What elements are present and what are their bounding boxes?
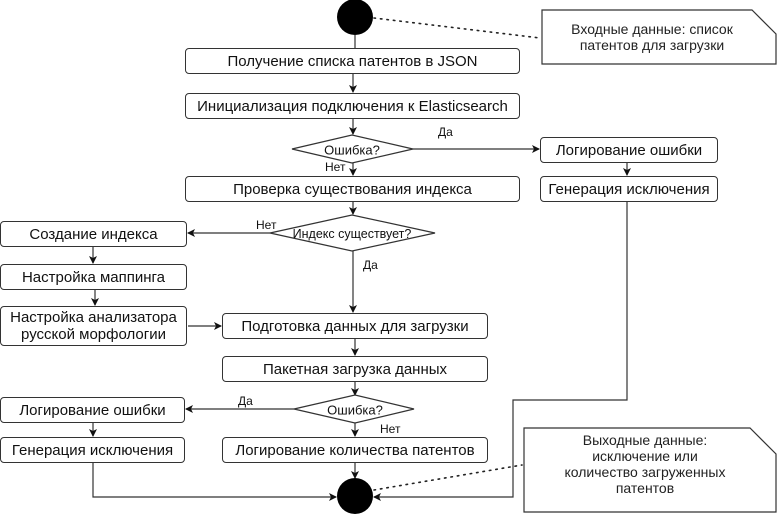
action-raise-exception-bottom: Генерация исключения bbox=[0, 437, 185, 463]
note-output-line2: исключение или bbox=[592, 448, 698, 464]
edge-label-yes-connect: Да bbox=[438, 125, 453, 139]
edge-exception-bottom-to-end bbox=[92, 463, 337, 501]
action-configure-analyzer-line1: Настройка анализатора bbox=[10, 309, 177, 326]
action-raise-exception-bottom-label: Генерация исключения bbox=[11, 441, 174, 459]
note-link-input bbox=[373, 17, 541, 39]
edge-label-no-upload: Нет bbox=[380, 422, 401, 436]
action-raise-exception-top: Генерация исключения bbox=[540, 176, 718, 202]
edge-exception-top-to-end bbox=[373, 201, 628, 501]
decision-error-connect bbox=[291, 134, 414, 164]
action-configure-analyzer-line2: русской морфологии bbox=[21, 326, 166, 343]
action-create-index-label: Создание индекса bbox=[29, 225, 158, 243]
action-bulk-upload: Пакетная загрузка данных bbox=[222, 356, 488, 382]
decision-error-upload-label: Ошибка? bbox=[327, 402, 383, 418]
action-get-patents: Получение списка патентов в JSON bbox=[185, 48, 520, 74]
action-prepare-data-label: Подготовка данных для загрузки bbox=[241, 317, 469, 335]
edge-label-no-index: Нет bbox=[256, 218, 277, 232]
action-log-error-top-label: Логирование ошибки bbox=[555, 141, 703, 159]
action-log-count-label: Логирование количества патентов bbox=[235, 441, 475, 459]
action-init-connection: Инициализация подключения к Elasticsearc… bbox=[185, 93, 520, 119]
action-check-index: Проверка существования индекса bbox=[185, 176, 520, 202]
action-log-count: Логирование количества патентов bbox=[222, 437, 488, 463]
note-input-line2: патентов для загрузки bbox=[579, 37, 725, 53]
note-output-shape bbox=[523, 427, 777, 513]
action-log-error-top: Логирование ошибки bbox=[540, 137, 718, 163]
action-create-index: Создание индекса bbox=[0, 221, 187, 247]
note-output-line4: патентов bbox=[615, 480, 675, 496]
decision-error-upload bbox=[293, 394, 415, 424]
note-link-output bbox=[373, 464, 523, 491]
end-node bbox=[337, 478, 373, 514]
action-configure-mapping-label: Настройка маппинга bbox=[21, 268, 166, 286]
action-bulk-upload-label: Пакетная загрузка данных bbox=[262, 360, 448, 378]
action-log-error-bottom: Логирование ошибки bbox=[0, 397, 185, 423]
decision-error-connect-label: Ошибка? bbox=[324, 142, 380, 158]
action-check-index-label: Проверка существования индекса bbox=[233, 180, 472, 198]
action-configure-mapping: Настройка маппинга bbox=[0, 264, 187, 290]
note-output-line1: Выходные данные: bbox=[582, 432, 708, 448]
edge-label-yes-upload: Да bbox=[238, 394, 253, 408]
decision-index-exists bbox=[269, 214, 436, 252]
note-input-line1: Входные данные: список bbox=[571, 21, 733, 37]
edge-label-no-connect: Нет bbox=[325, 160, 346, 174]
action-init-connection-label: Инициализация подключения к Elasticsearc… bbox=[197, 97, 508, 115]
action-raise-exception-top-label: Генерация исключения bbox=[548, 180, 710, 198]
start-node bbox=[337, 0, 373, 35]
note-input-shape bbox=[541, 9, 777, 65]
note-input: Входные данные: список патентов для загр… bbox=[552, 21, 752, 53]
action-configure-analyzer: Настройка анализатора русской морфологии bbox=[0, 306, 187, 346]
decision-index-exists-label: Индекс существует? bbox=[292, 227, 412, 241]
edge-label-yes-index: Да bbox=[363, 258, 378, 272]
note-output: Выходные данные: исключение или количест… bbox=[530, 432, 760, 496]
action-get-patents-label: Получение списка патентов в JSON bbox=[227, 52, 478, 70]
action-prepare-data: Подготовка данных для загрузки bbox=[222, 313, 488, 339]
action-log-error-bottom-label: Логирование ошибки bbox=[19, 401, 166, 419]
note-output-line3: количество загруженных bbox=[564, 464, 726, 480]
